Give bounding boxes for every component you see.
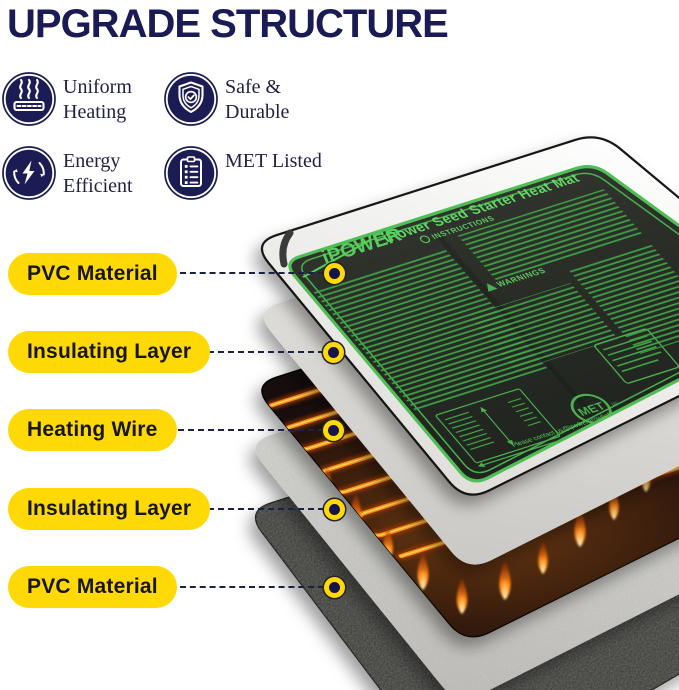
callout-pill-pvc-bottom: PVC Material — [8, 566, 177, 608]
callout-line — [180, 272, 324, 274]
layer-pvc-top: iPower Seed Starter Heat Mat iPOWER INST… — [260, 136, 679, 496]
mat-text-block — [567, 242, 679, 354]
mat-text-block — [313, 249, 549, 412]
callout-pill-insulating-top: Insulating Layer — [8, 331, 211, 373]
instructions-icon — [419, 235, 431, 244]
energy-efficient-icon — [2, 146, 56, 200]
spec-box — [594, 328, 679, 384]
callout-line — [180, 586, 324, 588]
warning-triangle-icon — [487, 283, 498, 292]
feature-label: Safe & Durable — [225, 76, 290, 123]
callout-dot — [323, 420, 344, 441]
mat-text-block — [468, 283, 619, 372]
met-listed-icon — [164, 146, 218, 200]
callout-dot — [324, 499, 345, 520]
safe-durable-icon — [164, 72, 218, 126]
mat-text-block — [457, 189, 643, 281]
callout-dot — [323, 342, 344, 363]
svg-text:c: c — [575, 420, 583, 427]
feature-label: Energy Efficient — [63, 150, 133, 197]
callout-pill-insulating-bottom: Insulating Layer — [8, 488, 211, 530]
power-cord — [279, 229, 294, 268]
callout-line — [188, 351, 324, 353]
callout-pill-pvc-top: PVC Material — [8, 253, 177, 295]
feature-label: Uniform Heating — [63, 76, 132, 123]
callout-pill-heating-wire: Heating Wire — [8, 409, 177, 451]
page-title: UPGRADE STRUCTURE — [7, 2, 449, 46]
callout-line — [188, 508, 324, 510]
callout-dot — [324, 577, 345, 598]
callout-line — [168, 429, 324, 431]
diagram-text-lines — [444, 398, 542, 450]
uniform-heating-icon — [2, 72, 56, 126]
feature-label: MET Listed — [225, 150, 322, 172]
svg-text:us: us — [610, 401, 620, 408]
callout-dot — [324, 263, 345, 284]
